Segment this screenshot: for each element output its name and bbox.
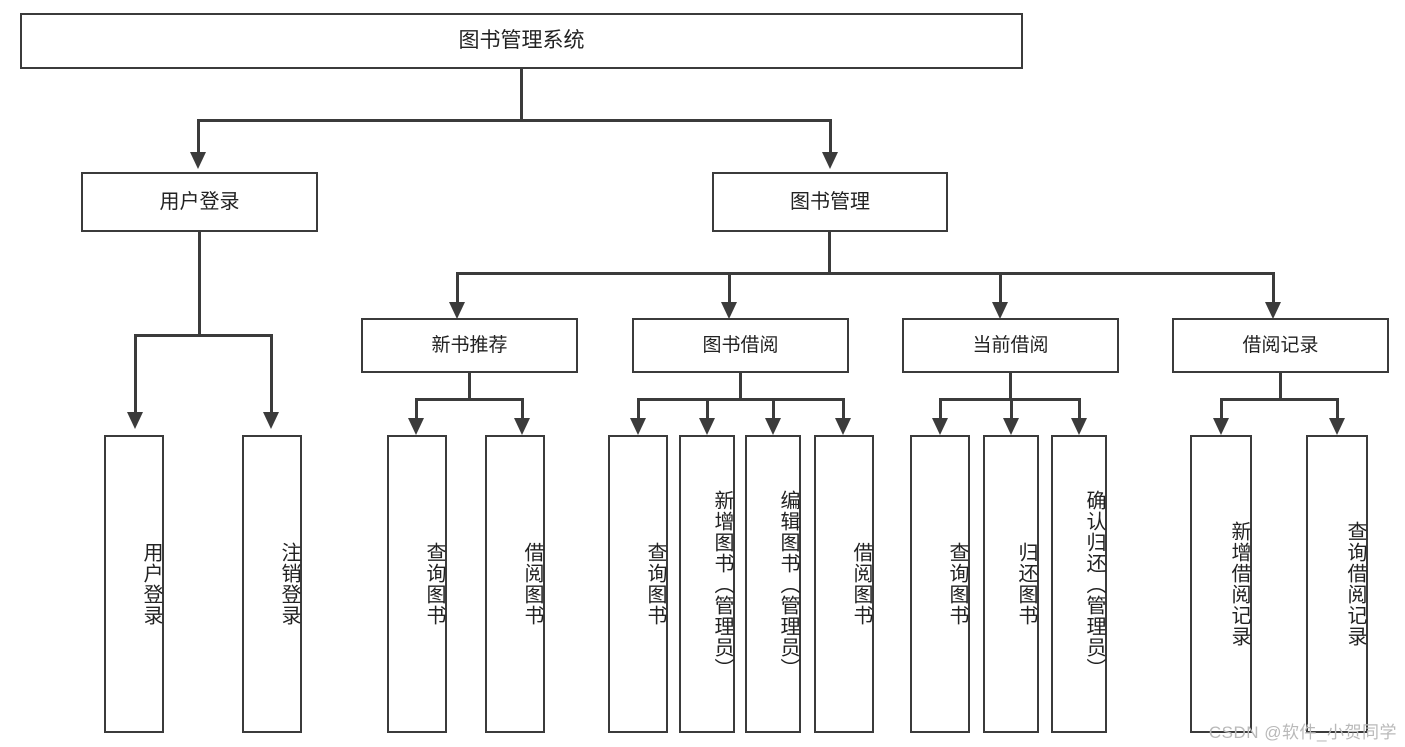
arrowhead-borrow-record-child-2 — [1329, 418, 1345, 435]
edge-borrow-record-bar — [1220, 398, 1339, 401]
edge-to-current-borrow — [999, 272, 1002, 304]
node-book-borrowing[interactable]: 图书借阅 — [632, 318, 849, 373]
leaf-current-borrow-return-books[interactable]: 归还图书 — [983, 435, 1039, 733]
node-label: 新书推荐 — [431, 334, 508, 356]
leaf-borrow-record-query-record[interactable]: 查询借阅记录 — [1306, 435, 1368, 733]
edge-to-borrow-record — [1272, 272, 1275, 304]
node-book-management[interactable]: 图书管理 — [712, 172, 948, 232]
leaf-user-login-login[interactable]: 用户登录 — [104, 435, 164, 733]
node-label: 借阅记录 — [1242, 334, 1319, 356]
arrowhead-new-book-child-2 — [514, 418, 530, 435]
edge-book-borrow-child-1 — [637, 398, 640, 420]
edge-new-book-child-1 — [415, 398, 418, 420]
edge-book-borrow-child-4 — [842, 398, 845, 420]
node-label: 注销登录 — [278, 542, 300, 626]
node-label: 编辑图书（管理员） — [777, 489, 799, 679]
leaf-book-borrow-borrow-books[interactable]: 借阅图书 — [814, 435, 874, 733]
arrowhead-to-user-login — [190, 152, 206, 169]
edge-root-stem — [520, 69, 523, 119]
arrowhead-book-borrow-child-2 — [699, 418, 715, 435]
arrowhead-book-borrow-child-4 — [835, 418, 851, 435]
edge-user-login-child-1 — [134, 334, 137, 414]
edge-user-login-child-2 — [270, 334, 273, 414]
edge-current-borrow-child-3 — [1078, 398, 1081, 420]
edge-to-book-management — [829, 119, 832, 154]
arrowhead-user-login-child-1 — [127, 412, 143, 429]
node-label: 用户登录 — [140, 542, 162, 626]
node-label: 归还图书 — [1015, 542, 1037, 626]
csdn-watermark: CSDN @软件_小贺同学 — [1208, 723, 1397, 742]
arrowhead-current-borrow-child-3 — [1071, 418, 1087, 435]
arrowhead-to-borrow-record — [1265, 302, 1281, 319]
edge-book-borrow-child-3 — [772, 398, 775, 420]
edge-book-borrow-child-2 — [706, 398, 709, 420]
arrowhead-borrow-record-child-1 — [1213, 418, 1229, 435]
leaf-current-borrow-query-books[interactable]: 查询图书 — [910, 435, 970, 733]
node-label: 查询图书 — [423, 542, 445, 626]
edge-root-bar — [197, 119, 832, 122]
edge-current-borrow-child-2 — [1010, 398, 1013, 420]
node-borrow-record[interactable]: 借阅记录 — [1172, 318, 1389, 373]
leaf-book-borrow-edit-book-admin[interactable]: 编辑图书（管理员） — [745, 435, 801, 733]
edge-user-login-bar — [134, 334, 273, 337]
node-label: 查询图书 — [946, 542, 968, 626]
edge-book-management-stem — [828, 232, 831, 274]
edge-user-login-stem — [198, 232, 201, 336]
arrowhead-to-new-book — [449, 302, 465, 319]
edge-new-book-child-2 — [521, 398, 524, 420]
node-root-book-management-system[interactable]: 图书管理系统 — [20, 13, 1023, 69]
node-label: 借阅图书 — [850, 542, 872, 626]
arrowhead-user-login-child-2 — [263, 412, 279, 429]
node-user-login[interactable]: 用户登录 — [81, 172, 318, 232]
edge-to-user-login — [197, 119, 200, 154]
leaf-new-book-borrow-books[interactable]: 借阅图书 — [485, 435, 545, 733]
node-new-book-recommendation[interactable]: 新书推荐 — [361, 318, 578, 373]
arrowhead-book-borrow-child-1 — [630, 418, 646, 435]
edge-borrow-record-child-1 — [1220, 398, 1223, 420]
edge-book-borrow-stem — [739, 373, 742, 400]
arrowhead-book-borrow-child-3 — [765, 418, 781, 435]
leaf-user-login-logout[interactable]: 注销登录 — [242, 435, 302, 733]
arrowhead-current-borrow-child-2 — [1003, 418, 1019, 435]
edge-borrow-record-stem — [1279, 373, 1282, 400]
arrowhead-new-book-child-1 — [408, 418, 424, 435]
arrowhead-to-current-borrow — [992, 302, 1008, 319]
node-label: 查询图书 — [644, 542, 666, 626]
edge-book-borrow-bar — [637, 398, 845, 401]
node-label: 图书管理 — [790, 190, 870, 213]
node-label: 确认归还（管理员） — [1083, 489, 1105, 679]
edge-current-borrow-stem — [1009, 373, 1012, 400]
arrowhead-current-borrow-child-1 — [932, 418, 948, 435]
edge-borrow-record-child-2 — [1336, 398, 1339, 420]
node-label: 借阅图书 — [521, 542, 543, 626]
leaf-book-borrow-add-book-admin[interactable]: 新增图书（管理员） — [679, 435, 735, 733]
leaf-book-borrow-query-books[interactable]: 查询图书 — [608, 435, 668, 733]
node-label: 图书借阅 — [702, 334, 779, 356]
node-current-borrowing[interactable]: 当前借阅 — [902, 318, 1119, 373]
edge-book-management-bar — [456, 272, 1275, 275]
node-label: 当前借阅 — [972, 334, 1049, 356]
node-label: 图书管理系统 — [458, 29, 585, 53]
arrowhead-to-book-borrow — [721, 302, 737, 319]
leaf-new-book-query-books[interactable]: 查询图书 — [387, 435, 447, 733]
edge-to-new-book — [456, 272, 459, 304]
arrowhead-to-book-management — [822, 152, 838, 169]
node-label: 新增图书（管理员） — [711, 489, 733, 679]
node-label: 查询借阅记录 — [1344, 521, 1366, 647]
edge-current-borrow-child-1 — [939, 398, 942, 420]
edge-to-book-borrow — [728, 272, 731, 304]
node-label: 用户登录 — [159, 190, 240, 213]
leaf-current-borrow-confirm-return-admin[interactable]: 确认归还（管理员） — [1051, 435, 1107, 733]
leaf-borrow-record-add-record[interactable]: 新增借阅记录 — [1190, 435, 1252, 733]
node-label: 新增借阅记录 — [1228, 521, 1250, 647]
edge-new-book-bar — [415, 398, 524, 401]
edge-new-book-stem — [468, 373, 471, 400]
